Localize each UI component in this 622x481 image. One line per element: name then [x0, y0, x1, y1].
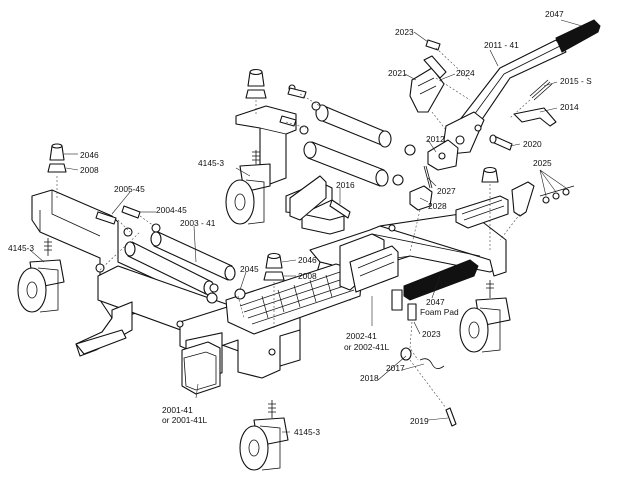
handle-assembly	[409, 19, 601, 217]
part-label-2047-grip: 2047	[545, 9, 564, 19]
part-label-4145-bottom-caster: 4145-3	[294, 427, 321, 437]
part-label-2005: 2005-45	[114, 184, 145, 194]
caster-left	[17, 238, 65, 313]
part-label-2001-alt: or 2001-41L	[162, 415, 208, 425]
part-label-2018: 2018	[360, 373, 379, 383]
part-label-2017: 2017	[386, 363, 405, 373]
part-label-2047-foam: 2047	[426, 297, 445, 307]
part-label-2008-mid: 2008	[298, 271, 317, 281]
caps-and-nuts	[47, 68, 499, 356]
part-label-2003-rollers: 2003 - 41	[180, 218, 216, 228]
part-label-2001-frame: 2001-41	[162, 405, 193, 415]
assembly-guide-lines	[56, 47, 531, 409]
part-label-2028: 2028	[428, 201, 447, 211]
part-label-2025: 2025	[533, 158, 552, 168]
part-label-2024: 2024	[456, 68, 475, 78]
part-label-2012: 2012	[426, 134, 445, 144]
part-label-2002-tread: 2002-41	[346, 331, 377, 341]
main-frame	[31, 105, 509, 395]
part-label-4145-upper-caster: 4145-3	[198, 158, 225, 168]
part-label-2046-mid: 2046	[298, 255, 317, 265]
part-label-2019: 2019	[410, 416, 429, 426]
part-label-2002-alt: or 2002-41L	[344, 342, 390, 352]
part-label-2008-left: 2008	[80, 165, 99, 175]
part-label-2027: 2027	[437, 186, 456, 196]
part-label-2015-spring: 2015 - S	[560, 76, 592, 86]
part-label-2020: 2020	[523, 139, 542, 149]
part-label-2016: 2016	[336, 180, 355, 190]
leader-lines	[29, 19, 583, 433]
caster-right	[459, 280, 511, 353]
part-label-4145-left-caster: 4145-3	[8, 243, 35, 253]
part-label-2046-left: 2046	[80, 150, 99, 160]
part-label-2045: 2045	[240, 264, 259, 274]
caster-bottom	[239, 400, 289, 471]
part-label-2023-screw: 2023	[395, 27, 414, 37]
part-label-2023-lower: 2023	[422, 329, 441, 339]
part-label-2014: 2014	[560, 102, 579, 112]
caster-upper	[225, 150, 271, 225]
part-label-2004: 2004-45	[156, 205, 187, 215]
lower-hardware	[391, 289, 457, 427]
caster-wheels	[17, 150, 511, 471]
foam-pad-2047	[403, 259, 479, 301]
part-label-2011-handle: 2011 - 41	[484, 40, 519, 50]
part-label-foam-pad: Foam Pad	[420, 307, 459, 317]
part-label-2021: 2021	[388, 68, 407, 78]
